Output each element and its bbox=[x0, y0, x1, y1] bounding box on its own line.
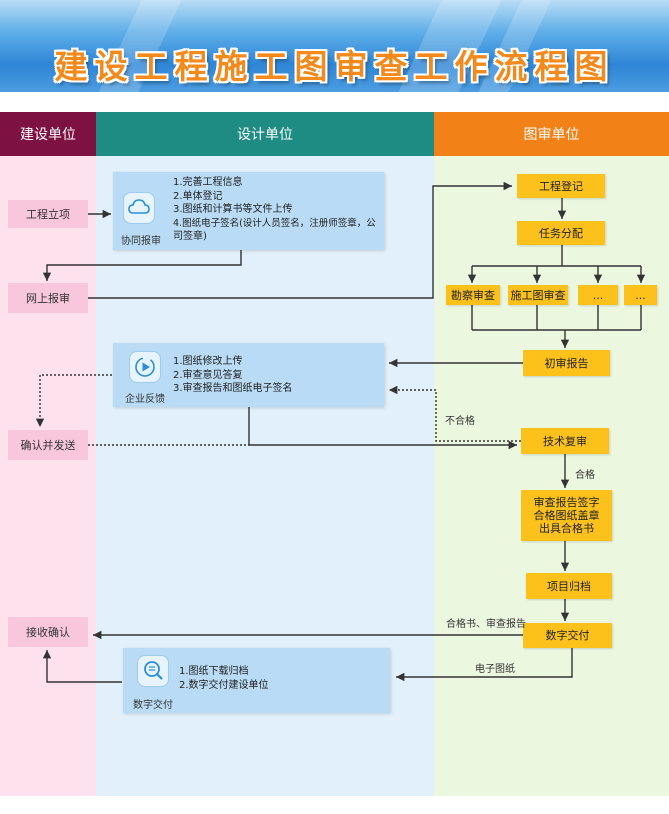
submit-step: 2.单体登记 bbox=[173, 190, 223, 202]
report-sign-line: 出具合格书 bbox=[539, 522, 594, 535]
preliminary-report-node: 初审报告 bbox=[523, 350, 610, 376]
header-banner: 建设工程施工图审查工作流程图 bbox=[0, 0, 669, 92]
feedback-step: 3.审查报告和图纸电子签名 bbox=[173, 383, 293, 394]
fail-label: 不合格 bbox=[445, 416, 475, 427]
submit-step: 4.图纸电子签名(设计人员签名，注册师签章，公 bbox=[173, 217, 376, 229]
delivery-step: 1.图纸下载归档 bbox=[179, 666, 249, 677]
feedback-step: 2.审查意见答复 bbox=[173, 369, 243, 381]
search-icon bbox=[137, 655, 169, 687]
more-review-node: ... bbox=[578, 285, 618, 305]
report-sign-line: 合格图纸盖章 bbox=[533, 509, 600, 522]
report-sign-node: 审查报告签字 合格图纸盖章 出具合格书 bbox=[521, 490, 612, 541]
e-drawings-label: 电子图纸 bbox=[475, 664, 515, 675]
panel-caption: 协同报审 bbox=[121, 236, 161, 247]
submit-step: 司签章) bbox=[173, 231, 207, 242]
submit-step: 1.完善工程信息 bbox=[173, 177, 243, 188]
pass-label: 合格 bbox=[575, 470, 595, 481]
lane-review bbox=[434, 156, 669, 796]
digital-delivery-node: 数字交付 bbox=[523, 623, 612, 648]
online-submit-node: 网上报审 bbox=[8, 283, 88, 313]
panel-caption: 企业反馈 bbox=[125, 394, 165, 405]
more-review-node: ... bbox=[624, 285, 657, 305]
receive-confirm-node: 接收确认 bbox=[8, 617, 88, 647]
archive-node: 项目归档 bbox=[526, 573, 612, 599]
report-sign-line: 审查报告签字 bbox=[533, 496, 600, 509]
lane-header-design: 设计单位 bbox=[96, 112, 434, 156]
enterprise-feedback-panel: 企业反馈 1.图纸修改上传 2.审查意见答复 3.审查报告和图纸电子签名 bbox=[113, 343, 384, 407]
lane-header-review: 图审单位 bbox=[434, 112, 669, 156]
digital-delivery-panel: 数字交付 1.图纸下载归档 2.数字交付建设单位 bbox=[123, 648, 390, 713]
cert-report-label: 合格书、审查报告 bbox=[446, 619, 526, 630]
drawing-review-node: 施工图审查 bbox=[508, 285, 568, 305]
collab-submit-panel: 协同报审 1.完善工程信息 2.单体登记 3.图纸和计算书等文件上传 4.图纸电… bbox=[113, 172, 384, 250]
tech-recheck-node: 技术复审 bbox=[521, 428, 609, 454]
delivery-step-list: 1.图纸下载归档 2.数字交付建设单位 bbox=[179, 665, 269, 692]
submit-step-list: 1.完善工程信息 2.单体登记 3.图纸和计算书等文件上传 4.图纸电子签名(设… bbox=[173, 176, 381, 244]
panel-caption: 数字交付 bbox=[133, 700, 173, 711]
feedback-step: 1.图纸修改上传 bbox=[173, 356, 243, 367]
refresh-play-icon bbox=[129, 351, 161, 383]
task-assign-node: 任务分配 bbox=[517, 221, 605, 245]
project-setup-node: 工程立项 bbox=[8, 200, 88, 228]
survey-review-node: 勘察审查 bbox=[446, 285, 500, 305]
lane-construction bbox=[0, 156, 96, 796]
registration-node: 工程登记 bbox=[517, 174, 605, 198]
page-title: 建设工程施工图审查工作流程图 bbox=[54, 47, 615, 86]
lane-header-construction: 建设单位 bbox=[0, 112, 96, 156]
submit-step: 3.图纸和计算书等文件上传 bbox=[173, 204, 293, 215]
cloud-icon bbox=[123, 192, 155, 224]
feedback-step-list: 1.图纸修改上传 2.审查意见答复 3.审查报告和图纸电子签名 bbox=[173, 355, 293, 396]
delivery-step: 2.数字交付建设单位 bbox=[179, 679, 269, 691]
confirm-send-node: 确认并发送 bbox=[8, 430, 88, 460]
